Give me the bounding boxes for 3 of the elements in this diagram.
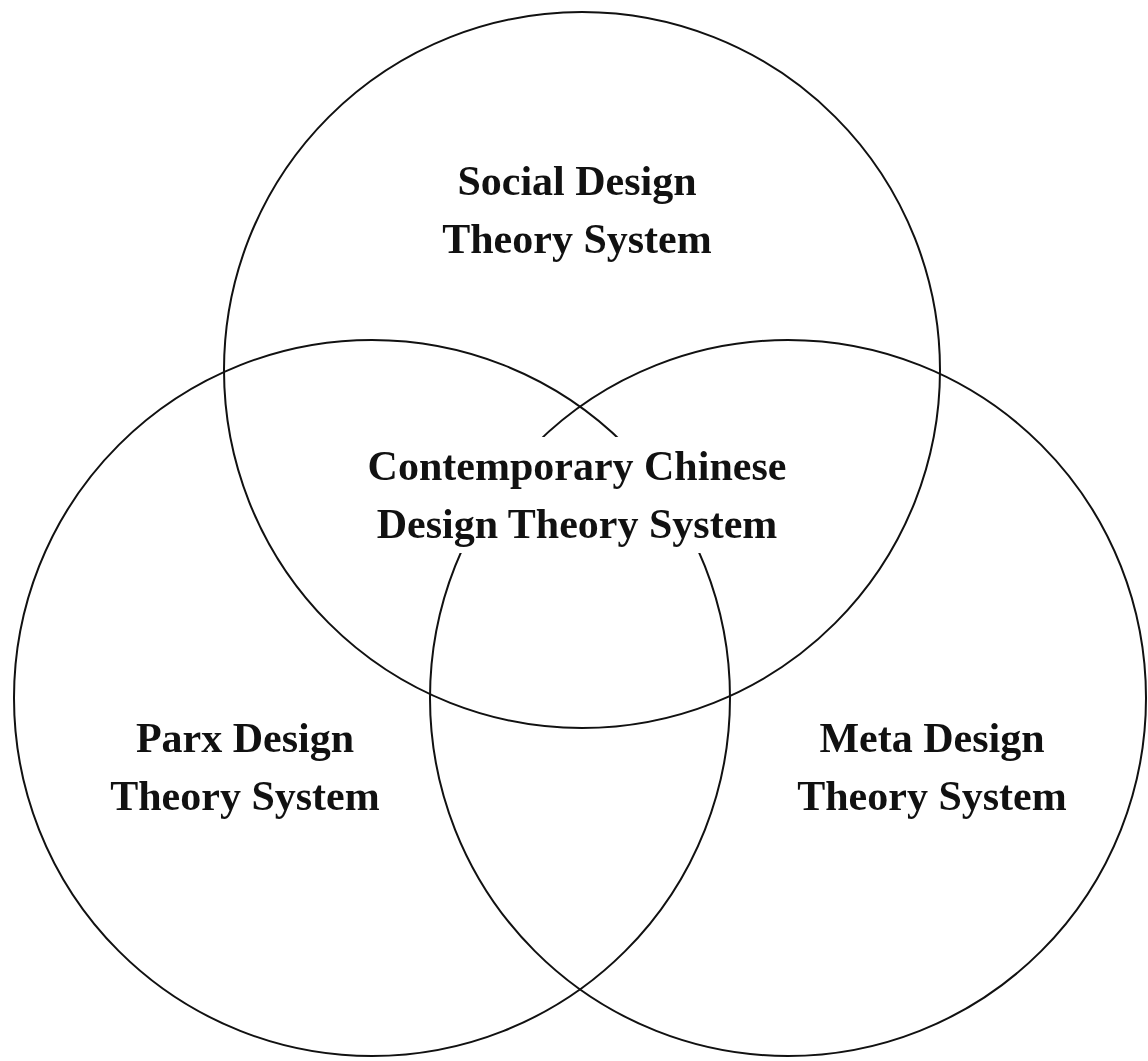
circle-label: Social Design Theory System bbox=[441, 157, 713, 264]
circle-label: Meta Design Theory System bbox=[796, 714, 1068, 821]
circle-label: Parx Design Theory System bbox=[109, 714, 381, 821]
